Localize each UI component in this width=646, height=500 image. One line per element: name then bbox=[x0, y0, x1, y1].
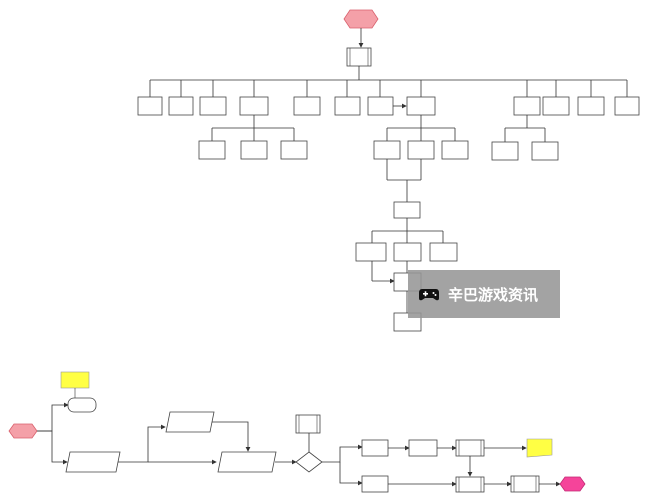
row3-box-2 bbox=[393, 242, 422, 262]
row2-left-box-3 bbox=[280, 140, 308, 160]
row1-box-9 bbox=[513, 96, 541, 116]
home-box bbox=[346, 47, 372, 67]
note-right bbox=[526, 438, 553, 458]
row1-box-2 bbox=[168, 96, 194, 116]
box-e bbox=[361, 439, 389, 457]
watermark-text: 辛巴游戏资讯 bbox=[448, 285, 539, 304]
row1-box-8 bbox=[406, 96, 436, 116]
end-terminator bbox=[559, 476, 586, 492]
decision-diamond bbox=[295, 451, 323, 473]
row2-mid-box-3 bbox=[441, 140, 469, 160]
box-h bbox=[361, 475, 389, 493]
box-f bbox=[408, 439, 438, 457]
row1-box-7 bbox=[367, 96, 394, 116]
box-c bbox=[165, 411, 215, 433]
watermark-banner: 辛巴游戏资讯 bbox=[408, 270, 560, 318]
box-j bbox=[510, 475, 540, 493]
box-g bbox=[455, 439, 485, 457]
row1-box-4 bbox=[239, 96, 269, 116]
row2-left-box-1 bbox=[198, 140, 226, 160]
bottom-start-terminator bbox=[8, 423, 38, 439]
row2-right-box-2 bbox=[531, 141, 559, 161]
box-d bbox=[217, 451, 277, 473]
row1-box-5 bbox=[293, 96, 321, 116]
row2-mid-box-2 bbox=[407, 140, 435, 160]
row1-box-10 bbox=[542, 96, 570, 116]
box-top bbox=[295, 414, 321, 434]
start-terminator bbox=[343, 9, 379, 29]
row2-left-box-2 bbox=[240, 140, 268, 160]
box-b bbox=[65, 451, 121, 473]
row1-box-11 bbox=[577, 96, 605, 116]
row2-mid-box-1 bbox=[373, 140, 401, 160]
row1-box-1 bbox=[137, 96, 163, 116]
box-a bbox=[67, 397, 97, 413]
merge-box bbox=[393, 201, 421, 219]
row1-boxes bbox=[137, 96, 640, 116]
box-i bbox=[455, 476, 485, 493]
row1-box-6 bbox=[334, 96, 361, 116]
row1-box-12 bbox=[614, 96, 640, 116]
row3-box-3 bbox=[429, 242, 458, 262]
row1-box-3 bbox=[199, 96, 227, 116]
row2-right-box-1 bbox=[491, 141, 519, 161]
row3-box-1 bbox=[355, 242, 387, 262]
gamepad-icon bbox=[419, 289, 439, 301]
note-top-left bbox=[60, 371, 90, 389]
